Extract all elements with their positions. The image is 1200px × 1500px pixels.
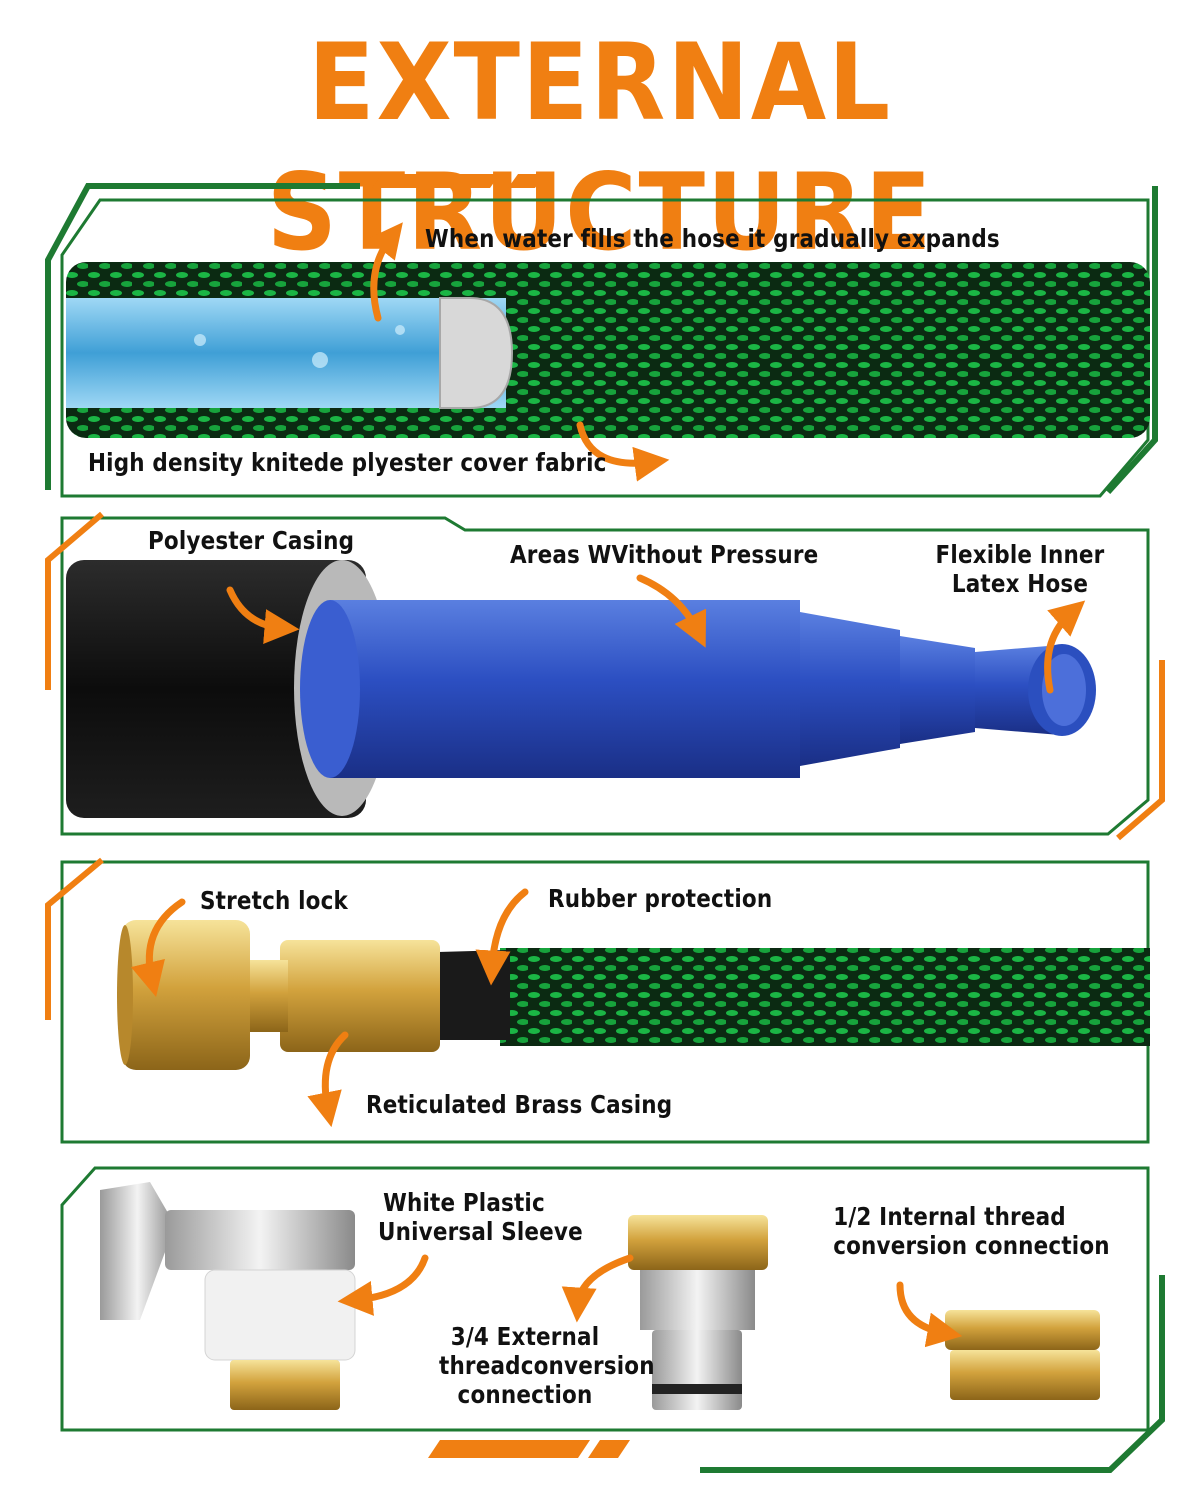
label-areas-without-pressure: Areas WVithout Pressure — [510, 540, 819, 569]
external-thread-connector-image — [628, 1215, 768, 1410]
label-sleeve-line1: White Plastic — [383, 1188, 545, 1217]
inner-hose-image — [66, 560, 1096, 818]
internal-thread-connector-image — [945, 1310, 1100, 1400]
label-cover-fabric: High density knitede plyester cover fabr… — [88, 448, 607, 477]
label-inner-hose-line1: Flexible Inner — [935, 540, 1105, 569]
label-external-line2: threadconversion — [439, 1351, 655, 1380]
label-expands: When water fills the hose it gradually e… — [425, 224, 1000, 253]
connector-hose-image — [117, 920, 1150, 1070]
label-internal-line2: conversion connection — [833, 1231, 1110, 1260]
expanding-hose-image — [66, 262, 1150, 438]
label-sleeve-line2: Universal Sleeve — [378, 1217, 583, 1246]
label-brass-casing: Reticulated Brass Casing — [366, 1090, 673, 1119]
faucet-adapter-image — [100, 1182, 356, 1410]
label-stretch-lock: Stretch lock — [200, 886, 349, 915]
label-inner-hose-line2: Latex Hose — [951, 569, 1089, 598]
label-rubber-protection: Rubber protection — [548, 884, 773, 913]
label-external-line1: 3/4 External — [450, 1322, 600, 1351]
label-internal-line1: 1/2 Internal thread — [833, 1202, 1066, 1231]
label-polyester-casing: Polyester Casing — [148, 526, 355, 555]
callout-arrows — [130, 222, 1086, 1348]
label-external-line3: connection — [457, 1380, 593, 1409]
